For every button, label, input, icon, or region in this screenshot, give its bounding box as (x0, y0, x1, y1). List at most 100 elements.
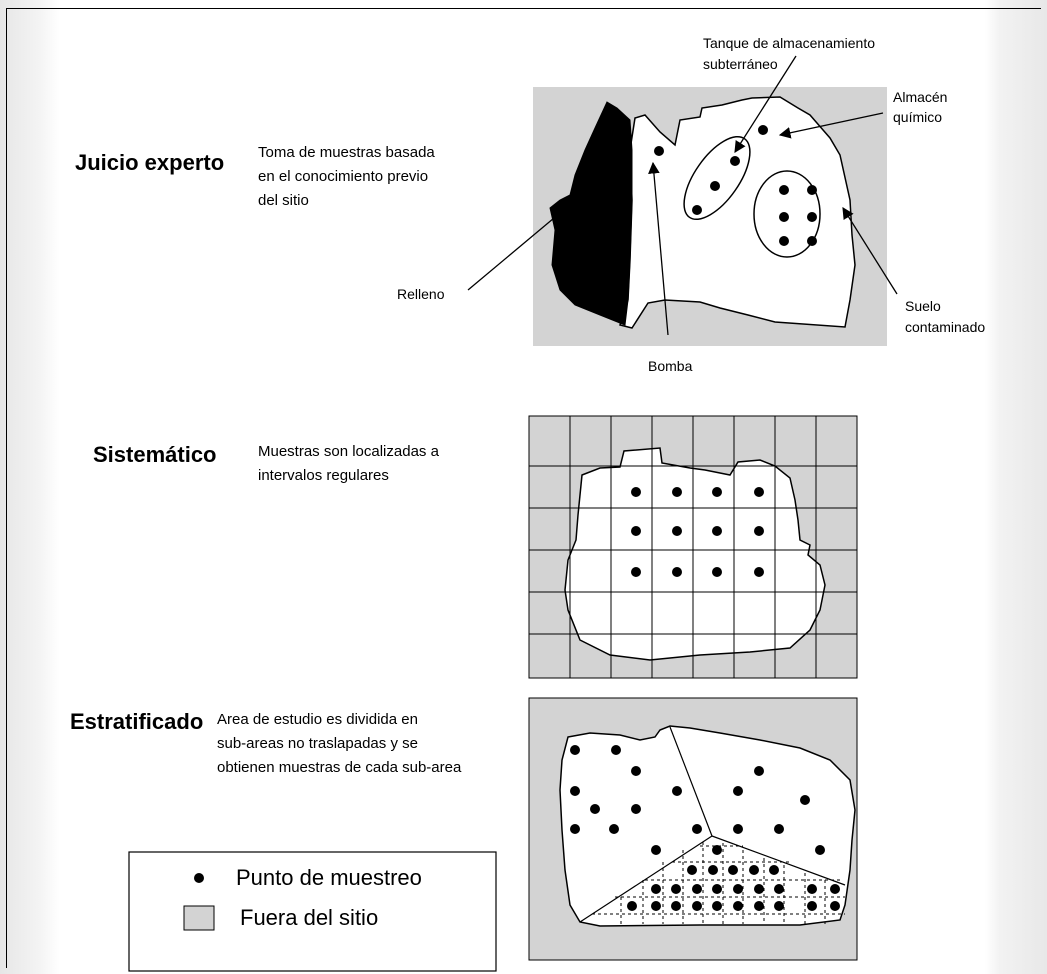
sample-point (631, 567, 641, 577)
sample-point (712, 487, 722, 497)
fill-label: Relleno (397, 286, 445, 302)
stratified-desc-line-3: obtienen muestras de cada sub-area (217, 759, 462, 776)
fill-pointer (467, 212, 561, 291)
stratified-sample-points (570, 745, 840, 911)
chem-label-line-2: químico (893, 109, 942, 125)
sample-point (830, 901, 840, 911)
stratum-boundary (669, 726, 713, 837)
expert-title: Juicio experto (75, 150, 224, 175)
frame-border (6, 8, 1041, 968)
sample-point (692, 901, 702, 911)
sample-point (758, 125, 768, 135)
tank-arrow (734, 55, 797, 153)
sample-point (651, 884, 661, 894)
sample-point (692, 824, 702, 834)
sample-point (671, 884, 681, 894)
sample-point (712, 526, 722, 536)
sample-point (712, 845, 722, 855)
sample-point (631, 487, 641, 497)
expert-desc-line-2: en el conocimiento previo (258, 168, 428, 185)
sample-point (769, 865, 779, 875)
sample-point (570, 824, 580, 834)
sample-point (807, 185, 817, 195)
expert-desc-line-1: Toma de muestras basada (258, 144, 435, 161)
sample-point (774, 884, 784, 894)
sample-point (754, 901, 764, 911)
stratified-title: Estratificado (70, 709, 203, 734)
sample-point (609, 824, 619, 834)
sample-point (672, 526, 682, 536)
sample-point (712, 901, 722, 911)
pump-label: Bomba (648, 358, 693, 374)
sample-point (611, 745, 621, 755)
sample-point (733, 884, 743, 894)
sample-point (749, 865, 759, 875)
sample-point (774, 824, 784, 834)
sample-point (754, 487, 764, 497)
soil-arrow (842, 207, 898, 295)
sample-point (710, 181, 720, 191)
sample-point (807, 884, 817, 894)
systematic-desc-line-1: Muestras son localizadas a (258, 443, 440, 460)
sample-point (807, 901, 817, 911)
tank-label-line-2: subterráneo (703, 56, 778, 72)
sample-point (672, 786, 682, 796)
expert-sample-points (654, 125, 817, 246)
sample-point (733, 901, 743, 911)
legend-offsite-label: Fuera del sitio (240, 905, 378, 930)
tank-zone-ellipse (683, 135, 751, 221)
sample-point (807, 236, 817, 246)
stratified-dashed-grid (592, 842, 845, 924)
soil-label-line-1: Suelo (905, 298, 941, 314)
stratified-boundaries (579, 726, 846, 923)
landfill-area (549, 101, 633, 326)
sample-point (672, 487, 682, 497)
stratified-desc-line-1: Area de estudio es dividida en (217, 711, 418, 728)
stratified-site-outline (559, 725, 856, 927)
legend-sample-point-label: Punto de muestreo (236, 865, 422, 890)
soil-label-line-2: contaminado (905, 319, 985, 335)
sample-point (590, 804, 600, 814)
systematic-title: Sistemático (93, 442, 217, 467)
legend-offsite-swatch (183, 905, 215, 931)
sample-point (692, 884, 702, 894)
sample-point (807, 212, 817, 222)
systematic-section: Sistemático Muestras son localizadas a i… (93, 415, 858, 679)
stratified-desc-line-2: sub-areas no traslapadas y se (217, 735, 418, 752)
sample-point (654, 146, 664, 156)
chem-arrow (778, 112, 884, 139)
sample-point (651, 845, 661, 855)
systematic-desc-line-2: intervalos regulares (258, 467, 389, 484)
sample-point (631, 804, 641, 814)
sample-point (733, 786, 743, 796)
sample-point (631, 526, 641, 536)
systematic-site-outline (564, 447, 826, 661)
sample-point (708, 865, 718, 875)
pump-arrow (648, 161, 669, 336)
sample-point (627, 901, 637, 911)
sample-point (570, 745, 580, 755)
expert-section: Juicio experto Toma de muestras basada e… (75, 35, 985, 374)
legend-sample-point-icon (194, 873, 204, 883)
sample-point (800, 795, 810, 805)
sample-point (712, 567, 722, 577)
legend: Punto de muestreo Fuera del sitio (128, 851, 497, 972)
sample-point (730, 156, 740, 166)
sample-point (754, 884, 764, 894)
sample-point (728, 865, 738, 875)
systematic-grid (529, 416, 857, 678)
stratum-boundary (711, 835, 846, 886)
expert-site-outline (619, 96, 856, 329)
sample-point (671, 901, 681, 911)
chem-label-line-1: Almacén (893, 89, 947, 105)
stratified-section: Estratificado Area de estudio es dividid… (70, 697, 858, 961)
sample-point (687, 865, 697, 875)
sample-point (779, 185, 789, 195)
tank-label-line-1: Tanque de almacenamiento (703, 35, 875, 51)
stratum-boundary (579, 835, 713, 923)
systematic-sample-points (631, 487, 764, 577)
sample-point (754, 567, 764, 577)
sample-point (774, 901, 784, 911)
contaminated-zone-ellipse (753, 170, 821, 258)
